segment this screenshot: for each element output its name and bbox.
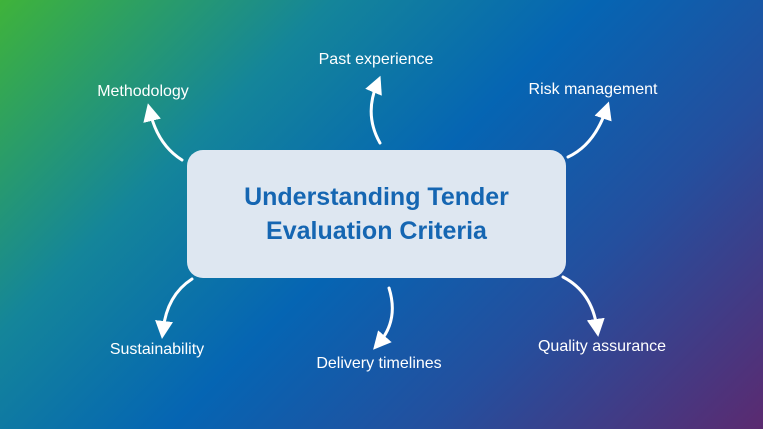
arrow-past-experience (365, 75, 382, 145)
arrow-methodology (143, 103, 184, 162)
arrow-delivery-timelines (373, 286, 394, 350)
central-topic-box: Understanding Tender Evaluation Criteria (187, 150, 566, 278)
central-topic-title: Understanding Tender Evaluation Criteria (244, 180, 509, 248)
label-methodology: Methodology (97, 83, 189, 100)
arrow-risk-management (566, 101, 612, 159)
title-line-2: Evaluation Criteria (266, 217, 487, 245)
label-risk-management: Risk management (528, 81, 658, 98)
title-line-1: Understanding Tender (244, 183, 509, 211)
label-quality-assurance: Quality assurance (537, 338, 667, 355)
arrow-sustainability (155, 277, 194, 339)
label-past-experience: Past experience (318, 51, 434, 68)
label-sustainability: Sustainability (109, 341, 205, 358)
arrow-quality-assurance (561, 275, 605, 337)
label-delivery-timelines: Delivery timelines (316, 355, 442, 372)
